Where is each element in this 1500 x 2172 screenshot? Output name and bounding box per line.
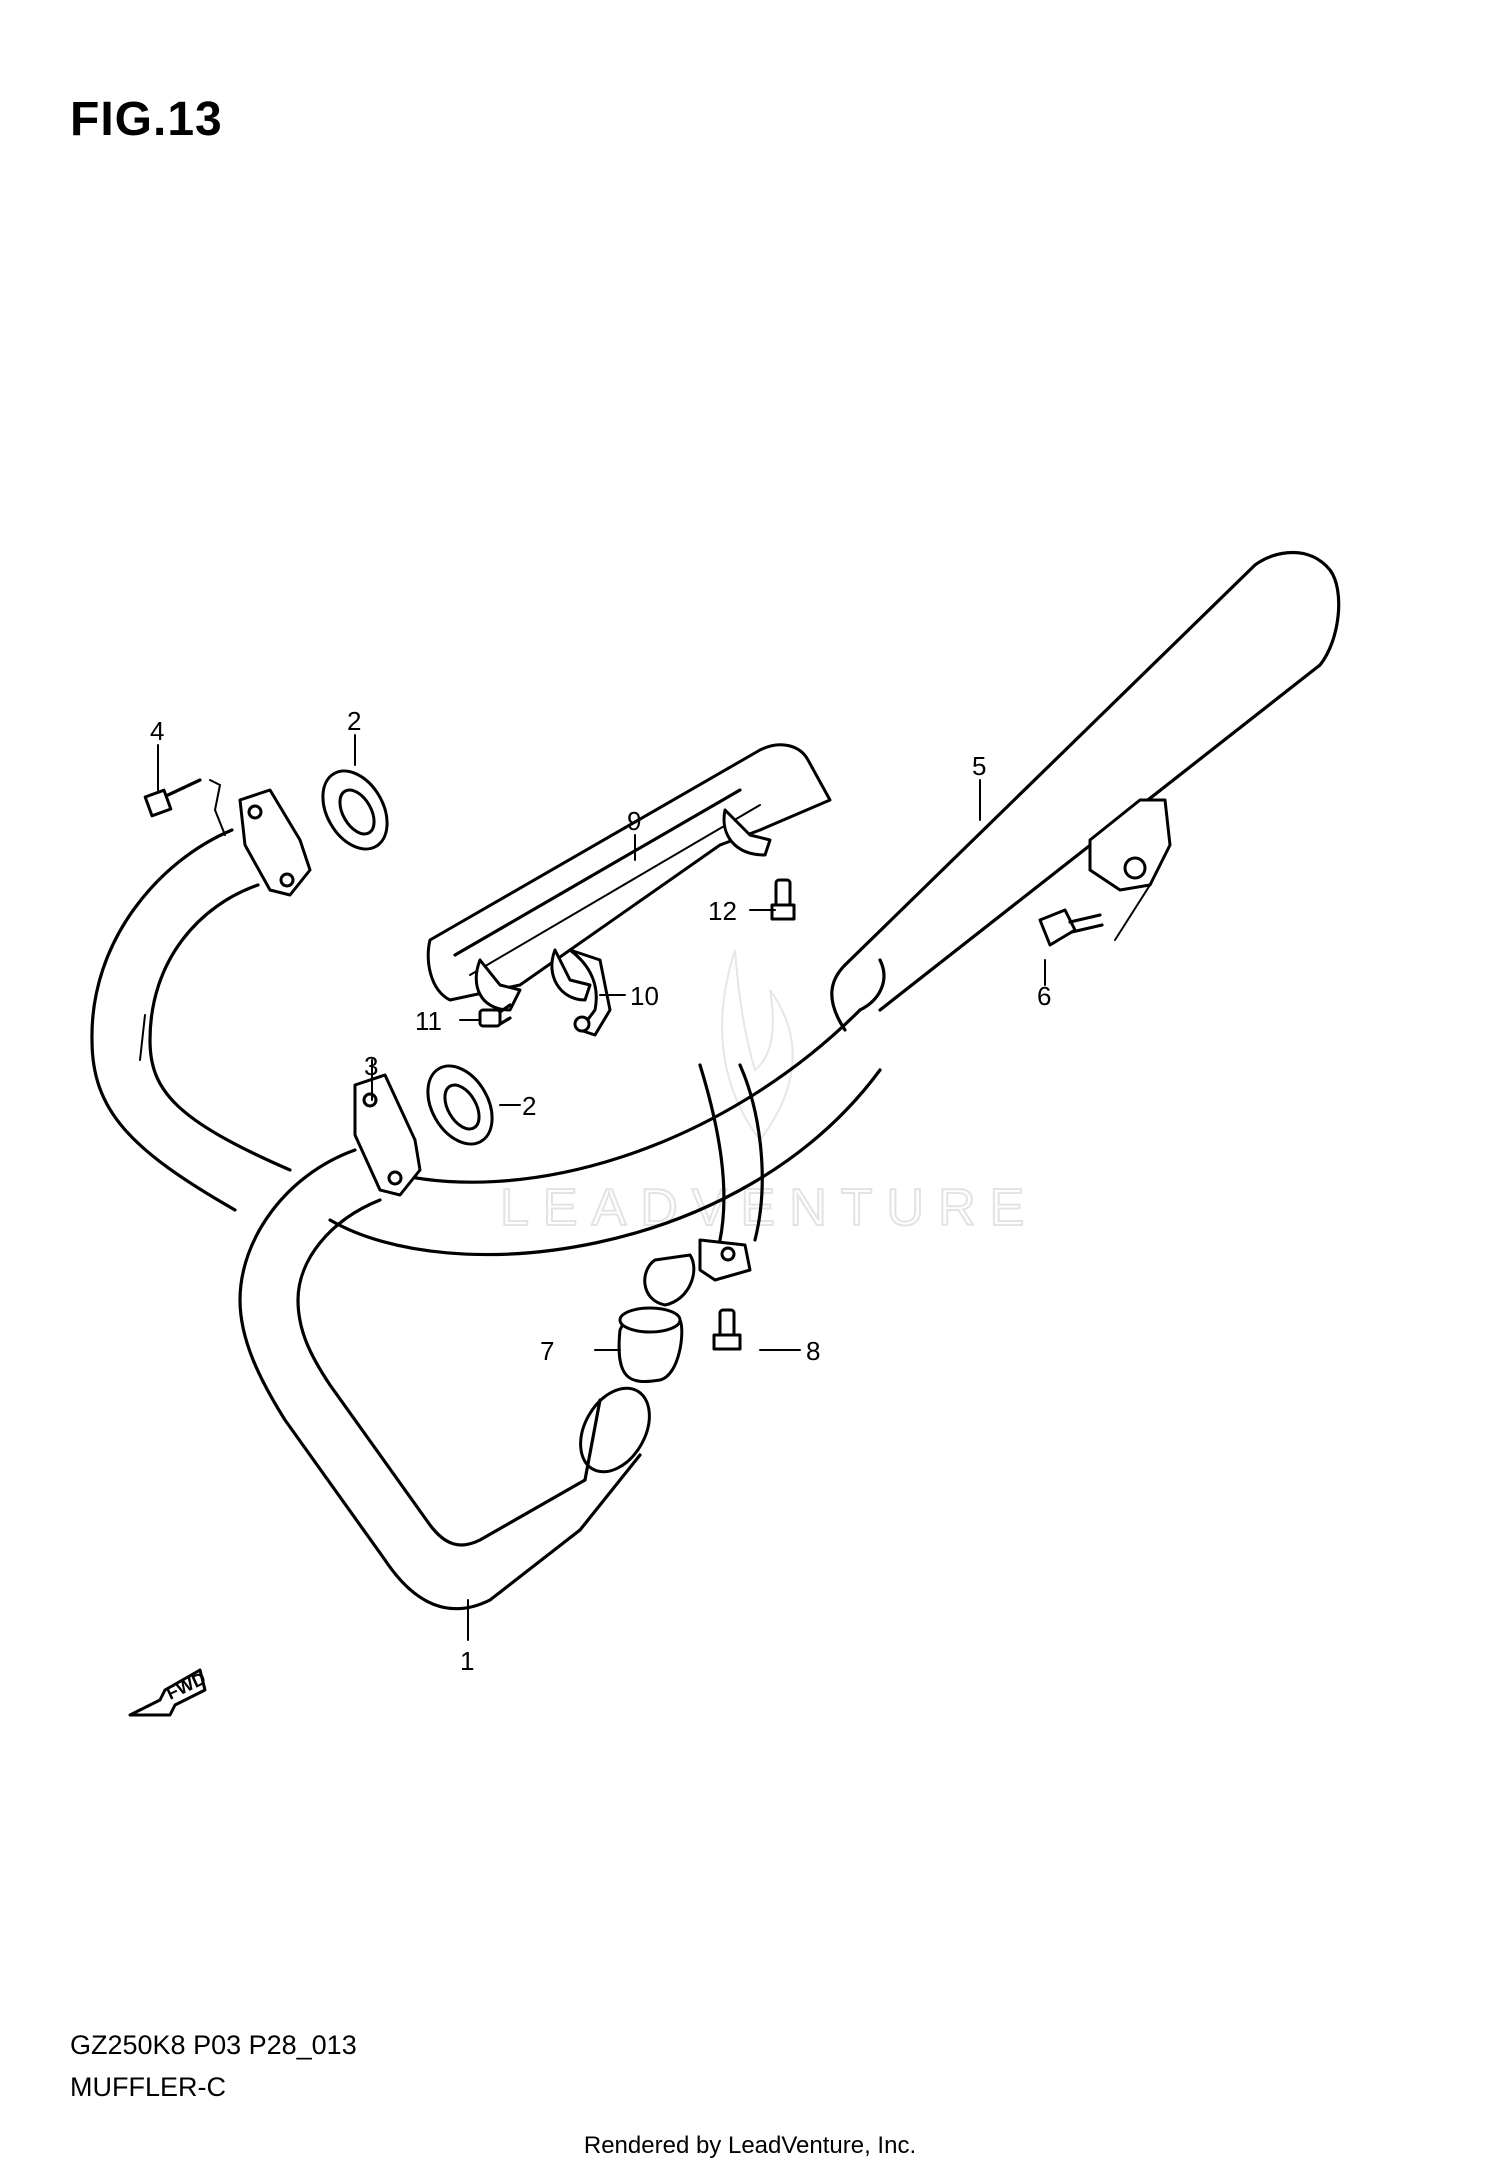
svg-text:LEADVENTURE: LEADVENTURE xyxy=(500,1179,1038,1237)
heat-shield-bolt-lower xyxy=(478,1003,512,1028)
callout-label: 5 xyxy=(972,751,986,781)
flange-bolt xyxy=(143,778,226,836)
connector-clamp xyxy=(643,1063,764,1351)
exhaust-header-pipe-lower xyxy=(238,1008,882,1611)
callout-label: 6 xyxy=(1037,981,1051,1011)
callout-label: 12 xyxy=(708,896,737,926)
gasket-upper xyxy=(321,769,389,851)
muffler xyxy=(830,550,1341,1032)
gasket-lower xyxy=(426,1064,494,1146)
callout-label: 4 xyxy=(150,716,164,746)
callout-label: 2 xyxy=(347,706,361,736)
section-name: MUFFLER-C xyxy=(70,2072,226,2102)
model-code: GZ250K8 P03 P28_013 xyxy=(70,2030,357,2060)
callout-label: 2 xyxy=(522,1091,536,1121)
callout-label: 9 xyxy=(627,806,641,836)
figure-title: FIG.13 xyxy=(70,93,223,146)
callout-leaders xyxy=(157,734,1046,1641)
callout-label: 1 xyxy=(460,1646,474,1676)
muffler-bolt xyxy=(1038,908,1104,947)
callout-label: 8 xyxy=(806,1336,820,1366)
render-credit: Rendered by LeadVenture, Inc. xyxy=(583,2132,917,2159)
connector-pipe xyxy=(617,1306,684,1384)
exhaust-header-pipe-upper xyxy=(90,788,312,1212)
callout-label: 10 xyxy=(630,981,659,1011)
clamp xyxy=(568,948,612,1037)
heat-shield xyxy=(426,743,832,1012)
forward-arrow[interactable]: FWD xyxy=(128,1668,209,1717)
heat-shield-bolt-upper xyxy=(770,878,796,921)
callout-label: 7 xyxy=(540,1336,554,1366)
callout-labels: 4 2 3 2 1 5 9 6 7 8 10 11 12 xyxy=(150,706,1051,1676)
callout-label: 11 xyxy=(415,1006,442,1036)
callout-label: 3 xyxy=(364,1051,378,1081)
